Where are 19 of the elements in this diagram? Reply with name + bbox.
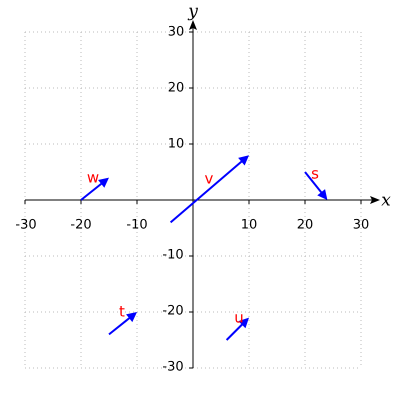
vector-label: t: [119, 304, 125, 320]
tick-label: -20: [70, 218, 92, 232]
tick-label: 10: [240, 218, 258, 232]
tick-label: 30: [352, 218, 370, 232]
tick-label: -30: [15, 218, 37, 232]
tick-label: -10: [126, 218, 148, 232]
tick-label: 10: [168, 138, 184, 150]
tick-label: 20: [168, 82, 184, 94]
vector-label: v: [204, 172, 214, 186]
tick-label: -10: [162, 248, 184, 262]
tick-label: -30: [162, 360, 184, 374]
tick-label: 30: [168, 26, 184, 38]
vector-label: s: [311, 166, 319, 182]
vector-label: w: [86, 170, 100, 186]
axis-label: y: [188, 4, 198, 20]
tick-label: -20: [162, 304, 184, 318]
vector-label: u: [234, 310, 244, 326]
axis-label: x: [381, 192, 391, 210]
tick-label: 20: [296, 218, 314, 232]
